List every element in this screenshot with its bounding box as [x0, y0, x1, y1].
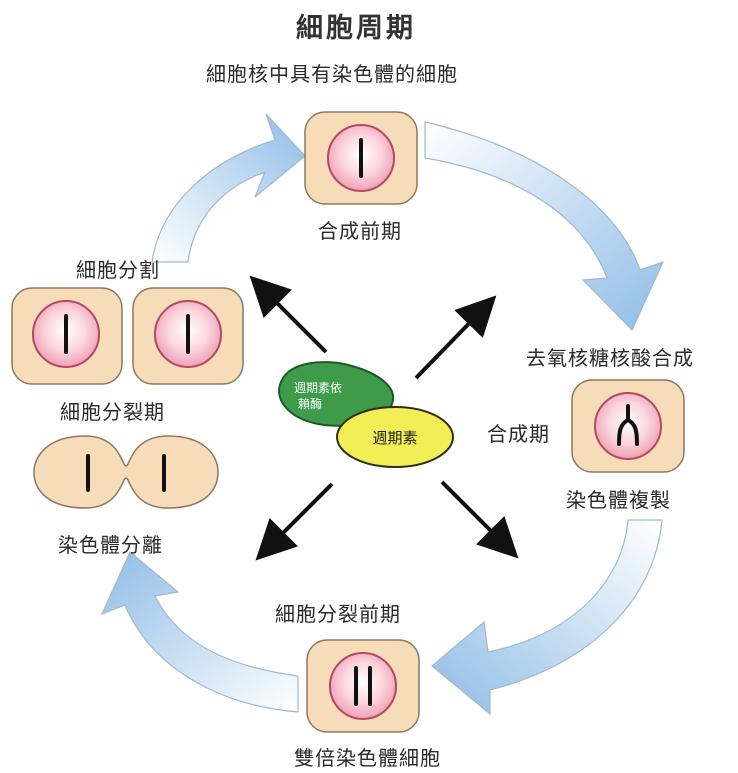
- s-phase-cell: [572, 380, 684, 472]
- doubled-cell-label: 雙倍染色體細胞: [294, 742, 441, 771]
- g2-cell: [307, 640, 419, 732]
- s-phase-label: 合成期: [487, 418, 550, 447]
- arrow-to-synthesis: [416, 304, 488, 378]
- cdk-label-line2: 賴酶: [298, 396, 322, 411]
- chromosome-separation-label: 染色體分離: [58, 529, 163, 558]
- m-phase-label: 細胞分裂期: [60, 396, 165, 425]
- g2-phase-label: 細胞分裂前期: [275, 598, 401, 627]
- top-caption: 細胞核中具有染色體的細胞: [206, 58, 458, 87]
- cycle-arrow-bottom-left: [102, 552, 298, 712]
- dividing-cell: [34, 436, 218, 508]
- arrow-to-division: [258, 284, 326, 352]
- dna-synthesis-label: 去氧核糖核酸合成: [526, 342, 694, 371]
- diagram-title: 細胞周期: [296, 6, 416, 45]
- daughter-cell-right: [133, 288, 243, 384]
- cell-division-label: 細胞分割: [76, 254, 160, 283]
- daughter-cell-left: [12, 288, 122, 384]
- cycle-arrow-bottom-right: [432, 520, 662, 714]
- cyclin-label: 週期素: [372, 429, 417, 447]
- g1-cell: [305, 112, 417, 204]
- arrow-to-separation: [264, 484, 332, 552]
- chromosome-replication-label: 染色體複製: [566, 484, 671, 513]
- g1-phase-label: 合成前期: [318, 215, 402, 244]
- cyclin-blob: 週期素: [337, 407, 453, 467]
- cycle-arrow-top-left: [152, 114, 305, 262]
- cycle-arrow-top-right: [425, 122, 663, 330]
- cdk-label-line1: 週期素依: [294, 380, 342, 395]
- arrow-to-g2: [442, 482, 510, 550]
